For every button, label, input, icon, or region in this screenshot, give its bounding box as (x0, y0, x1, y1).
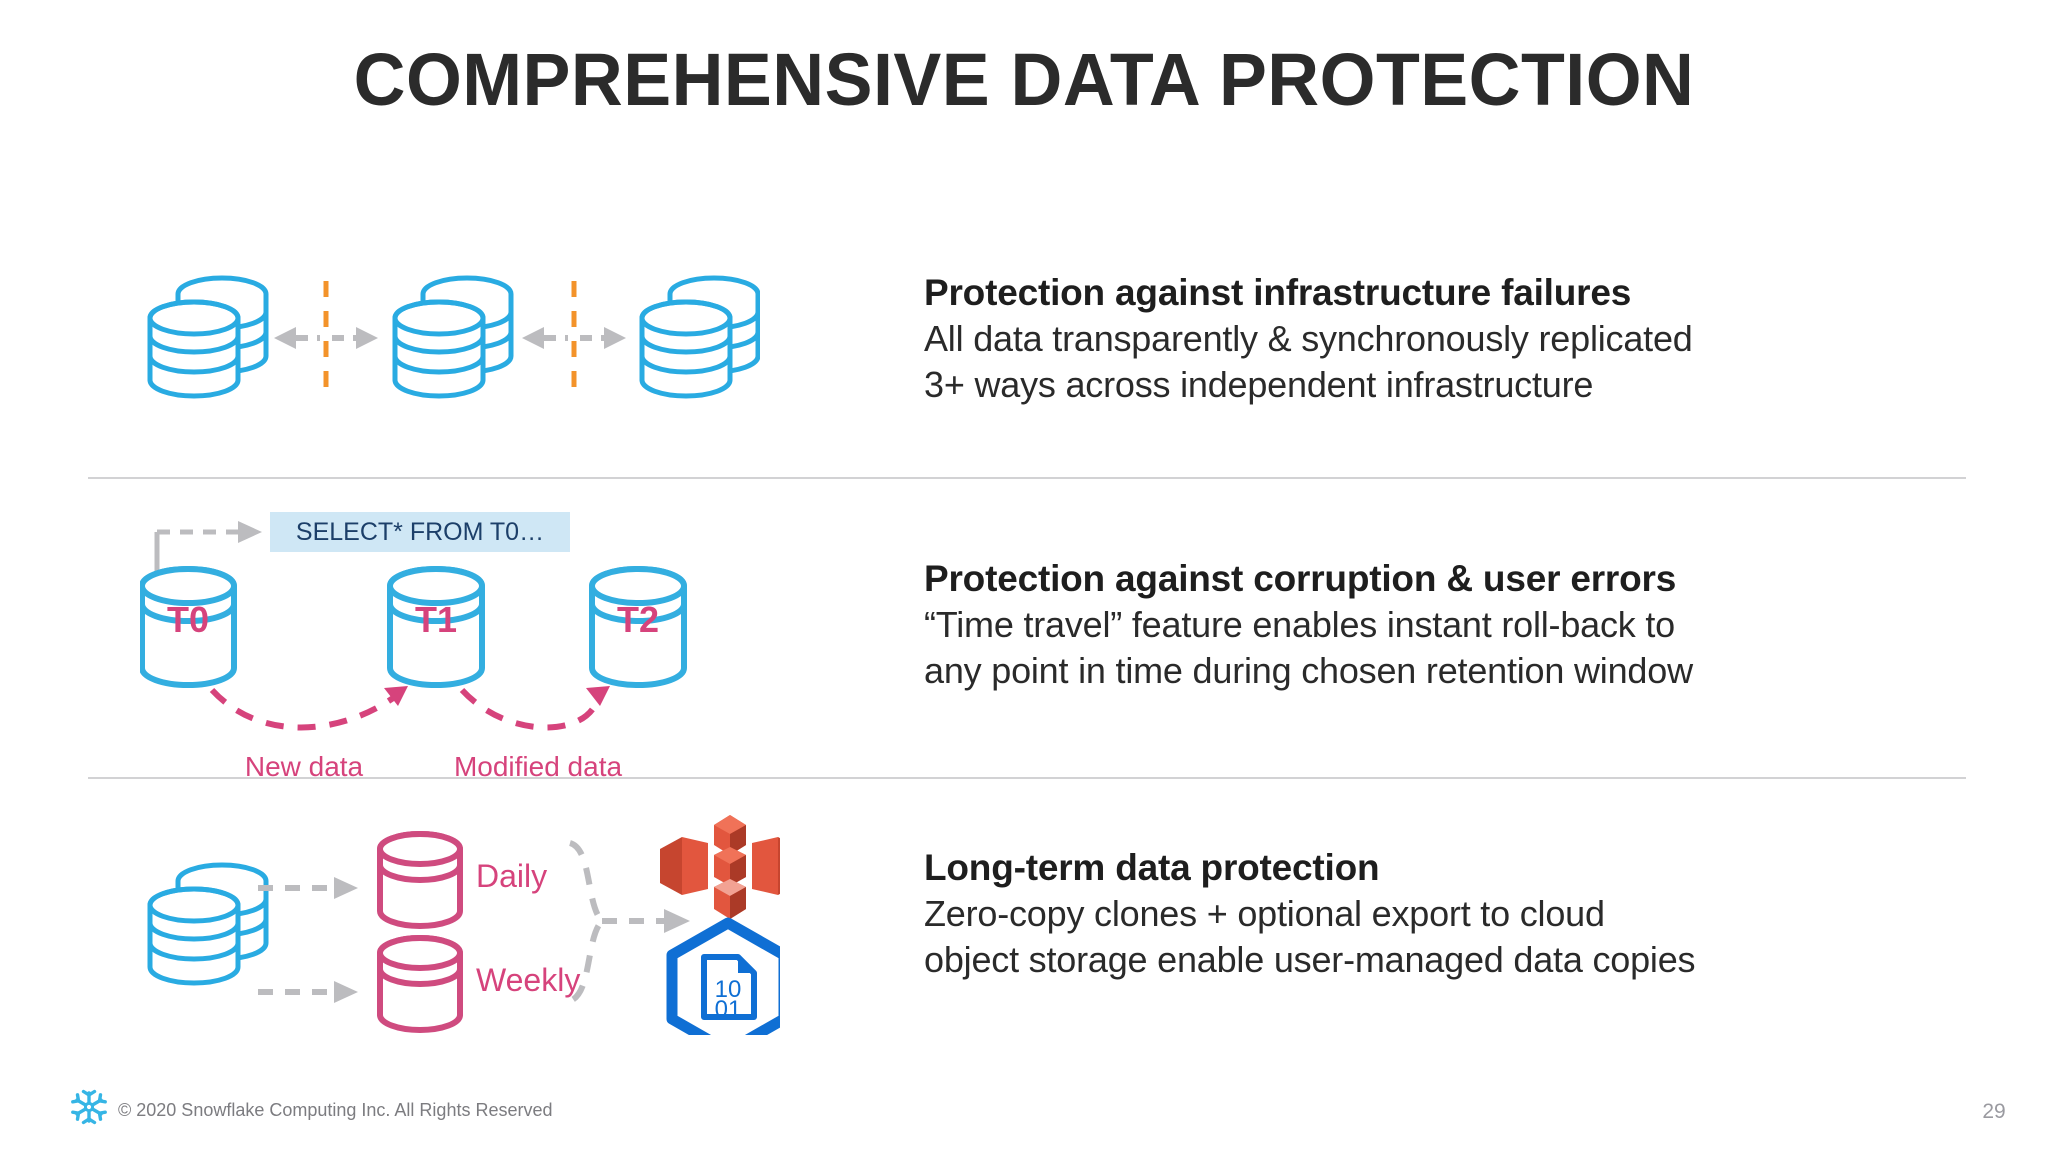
merge-brace (568, 840, 690, 1004)
source-database-stack (150, 865, 266, 983)
time-node-t0-label: T0 (167, 599, 209, 640)
feature-text-infrastructure: Protection against infrastructure failur… (924, 270, 1924, 408)
clone-weekly: Weekly (380, 938, 580, 1030)
feature-heading-3: Long-term data protection (924, 847, 1380, 888)
time-travel-diagram: SELECT* FROM T0… T0 T1 T2 New data (140, 510, 800, 780)
transition-modified-data-label: Modified data (454, 751, 623, 780)
feature-text-corruption: Protection against corruption & user err… (924, 556, 1924, 694)
clone-daily: Daily (380, 834, 547, 926)
page-title: COMPREHENSIVE DATA PROTECTION (353, 38, 1695, 121)
row-divider-2 (88, 777, 1966, 779)
footer-copyright: © 2020 Snowflake Computing Inc. All Righ… (118, 1100, 553, 1120)
transition-new-data-label: New data (245, 751, 364, 780)
clone-weekly-label: Weekly (476, 962, 580, 998)
page-number: 29 (1982, 1100, 2006, 1123)
feature-line-3-2: object storage enable user-managed data … (924, 939, 1696, 980)
row-divider-1 (88, 477, 1966, 479)
query-box-label: SELECT* FROM T0… (296, 518, 544, 546)
query-box (270, 512, 570, 552)
transition-new-data (209, 686, 408, 731)
time-node-t1: T1 (390, 569, 482, 685)
azure-icon-digit-top: 10 (715, 976, 742, 1003)
feature-heading-1: Protection against infrastructure failur… (924, 272, 1632, 313)
time-node-t2: T2 (592, 569, 684, 685)
long-term-protection-diagram: Daily Weekly (140, 805, 780, 1035)
database-stack-2 (395, 278, 511, 396)
replication-diagram (140, 258, 760, 418)
snowflake-logo (70, 1088, 108, 1126)
azure-icon-digit-bottom: 01 (715, 996, 742, 1023)
feature-line-2-1: “Time travel” feature enables instant ro… (924, 604, 1675, 645)
clone-connector-daily (258, 877, 358, 899)
feature-line-3-1: Zero-copy clones + optional export to cl… (924, 893, 1605, 934)
clone-daily-label: Daily (476, 858, 547, 894)
feature-line-2-2: any point in time during chosen retentio… (924, 650, 1693, 691)
feature-line-1-2: 3+ ways across independent infrastructur… (924, 364, 1594, 405)
time-node-t1-label: T1 (415, 599, 457, 640)
transition-modified-data (459, 686, 610, 731)
clone-connector-weekly (258, 981, 358, 1003)
feature-heading-2: Protection against corruption & user err… (924, 558, 1677, 599)
time-node-t0: T0 (142, 569, 234, 685)
feature-line-1-1: All data transparently & synchronously r… (924, 318, 1693, 359)
feature-text-longterm: Long-term data protection Zero-copy clon… (924, 845, 1924, 983)
aws-s3-icon (660, 815, 780, 919)
time-node-t2-label: T2 (617, 599, 659, 640)
database-stack-3 (642, 278, 758, 396)
azure-blob-storage-icon: 10 01 (666, 917, 780, 1035)
database-stack-1 (150, 278, 266, 396)
